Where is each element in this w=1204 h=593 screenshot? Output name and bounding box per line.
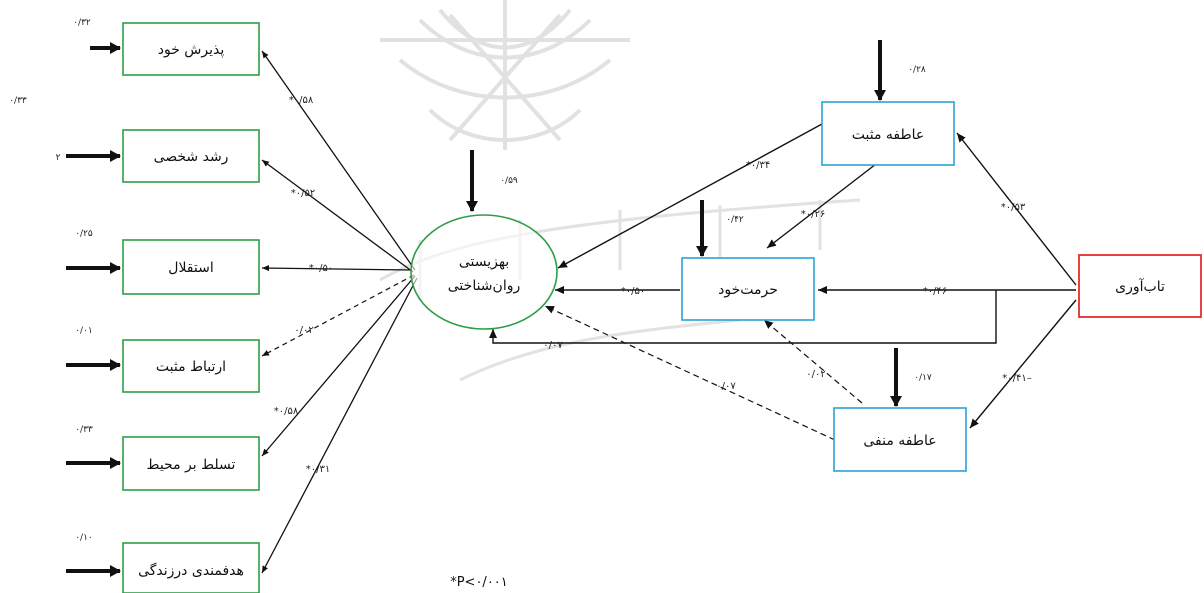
loading-personal-growth — [261, 159, 414, 273]
node-self-acceptance: پذیرش خود — [122, 22, 260, 76]
error-label-environmental-mastery: ۰/۳۳ — [75, 425, 93, 435]
svg-text:استقلال: استقلال — [168, 260, 213, 276]
node-negative-affect: عاطفه منفی — [833, 407, 967, 472]
svg-text:بهزیستی: بهزیستی — [459, 254, 509, 270]
node-psychological-wellbeing: بهزیستی روان‌شناختی — [410, 214, 558, 330]
node-autonomy: استقلال — [122, 239, 260, 295]
error-label-positive-affect: ۰/۲۸ — [908, 65, 926, 75]
svg-text:روان‌شناختی: روان‌شناختی — [448, 278, 520, 294]
path-label-res-pa: *۰/۵۳ — [1001, 202, 1026, 213]
node-positive-relations: ارتباط مثبت — [122, 339, 260, 393]
node-positive-affect: عاطفه مثبت — [821, 101, 955, 166]
node-personal-growth: رشد شخصی — [122, 129, 260, 183]
svg-text:پذیرش خود: پذیرش خود — [158, 42, 225, 58]
loading-label-personal-growth: *۰/۵۲ — [291, 188, 315, 199]
loading-self-acceptance — [261, 50, 416, 271]
loading-autonomy — [261, 265, 412, 272]
path-na-wb — [544, 305, 836, 441]
error-label-personal-growth: ۲ — [56, 153, 61, 163]
path-label-res-wb: ۰/۰۷ — [543, 340, 563, 351]
path-label-res-na: *۰/۴۱– — [1002, 373, 1031, 384]
loading-label-environmental-mastery: *۰/۵۸ — [274, 406, 299, 417]
svg-text:عاطفه مثبت: عاطفه مثبت — [852, 127, 925, 143]
svg-text:حرمت‌خود: حرمت‌خود — [718, 282, 778, 298]
svg-text:هدفمندی درزندگی: هدفمندی درزندگی — [138, 562, 244, 579]
path-pa-se — [766, 163, 877, 249]
loading-positive-relations — [261, 274, 415, 357]
path-na-se — [763, 319, 863, 404]
path-label-pa-se: *۰/۲۶ — [801, 209, 825, 220]
path-label-na-se: ۰/۰۲ — [806, 369, 825, 380]
error-label-stray: ۰/۳۳ — [9, 96, 27, 106]
path-label-res-se: *۰/۴۶ — [923, 286, 947, 297]
error-label-wellbeing: ۰/۵۹ — [500, 176, 518, 186]
error-label-positive-relations: ۰/۰۱ — [75, 326, 93, 336]
path-label-pa-wb: *۰/۳۴ — [746, 160, 770, 171]
loading-purpose-in-life — [261, 277, 418, 574]
error-label-self-acceptance: ۰/۳۲ — [73, 18, 91, 28]
node-self-esteem: حرمت‌خود — [681, 257, 815, 321]
watermark-logo — [380, 0, 630, 150]
svg-text:عاطفه منفی: عاطفه منفی — [863, 433, 936, 449]
svg-text:تسلط بر محیط: تسلط بر محیط — [147, 457, 236, 473]
svg-text:ارتباط مثبت: ارتباط مثبت — [156, 359, 226, 375]
path-res-pa — [956, 132, 1077, 286]
loading-label-autonomy: *۰/۵۰ — [309, 263, 333, 274]
path-label-na-wb: ۰/۰۷ — [716, 381, 736, 392]
node-resilience: تاب‌آوری — [1078, 254, 1202, 318]
path-label-se-wb: *۰/۵۰ — [621, 286, 645, 297]
path-res-na — [969, 299, 1077, 429]
error-label-self-esteem: ۰/۴۲ — [726, 215, 744, 225]
error-label-purpose-in-life: ۰/۱۰ — [75, 533, 93, 543]
svg-text:رشد شخصی: رشد شخصی — [154, 149, 229, 165]
node-environmental-mastery: تسلط بر محیط — [122, 436, 260, 491]
significance-footnote: *P<۰/۰۰۱ — [450, 575, 508, 590]
loading-label-positive-relations: ۰/۰۲ — [294, 325, 313, 336]
loading-environmental-mastery — [261, 275, 416, 457]
path-res-wb — [489, 290, 997, 344]
loading-label-self-acceptance: *۰/۵۸ — [289, 95, 314, 106]
loading-label-purpose-in-life: *۰/۳۱ — [306, 464, 330, 475]
path-pa-wb — [557, 123, 823, 269]
svg-text:تاب‌آوری: تاب‌آوری — [1115, 278, 1165, 295]
error-label-negative-affect: ۰/۱۷ — [914, 373, 932, 383]
error-label-autonomy: ۰/۲۵ — [75, 229, 93, 239]
node-purpose-in-life: هدفمندی درزندگی — [122, 542, 260, 593]
